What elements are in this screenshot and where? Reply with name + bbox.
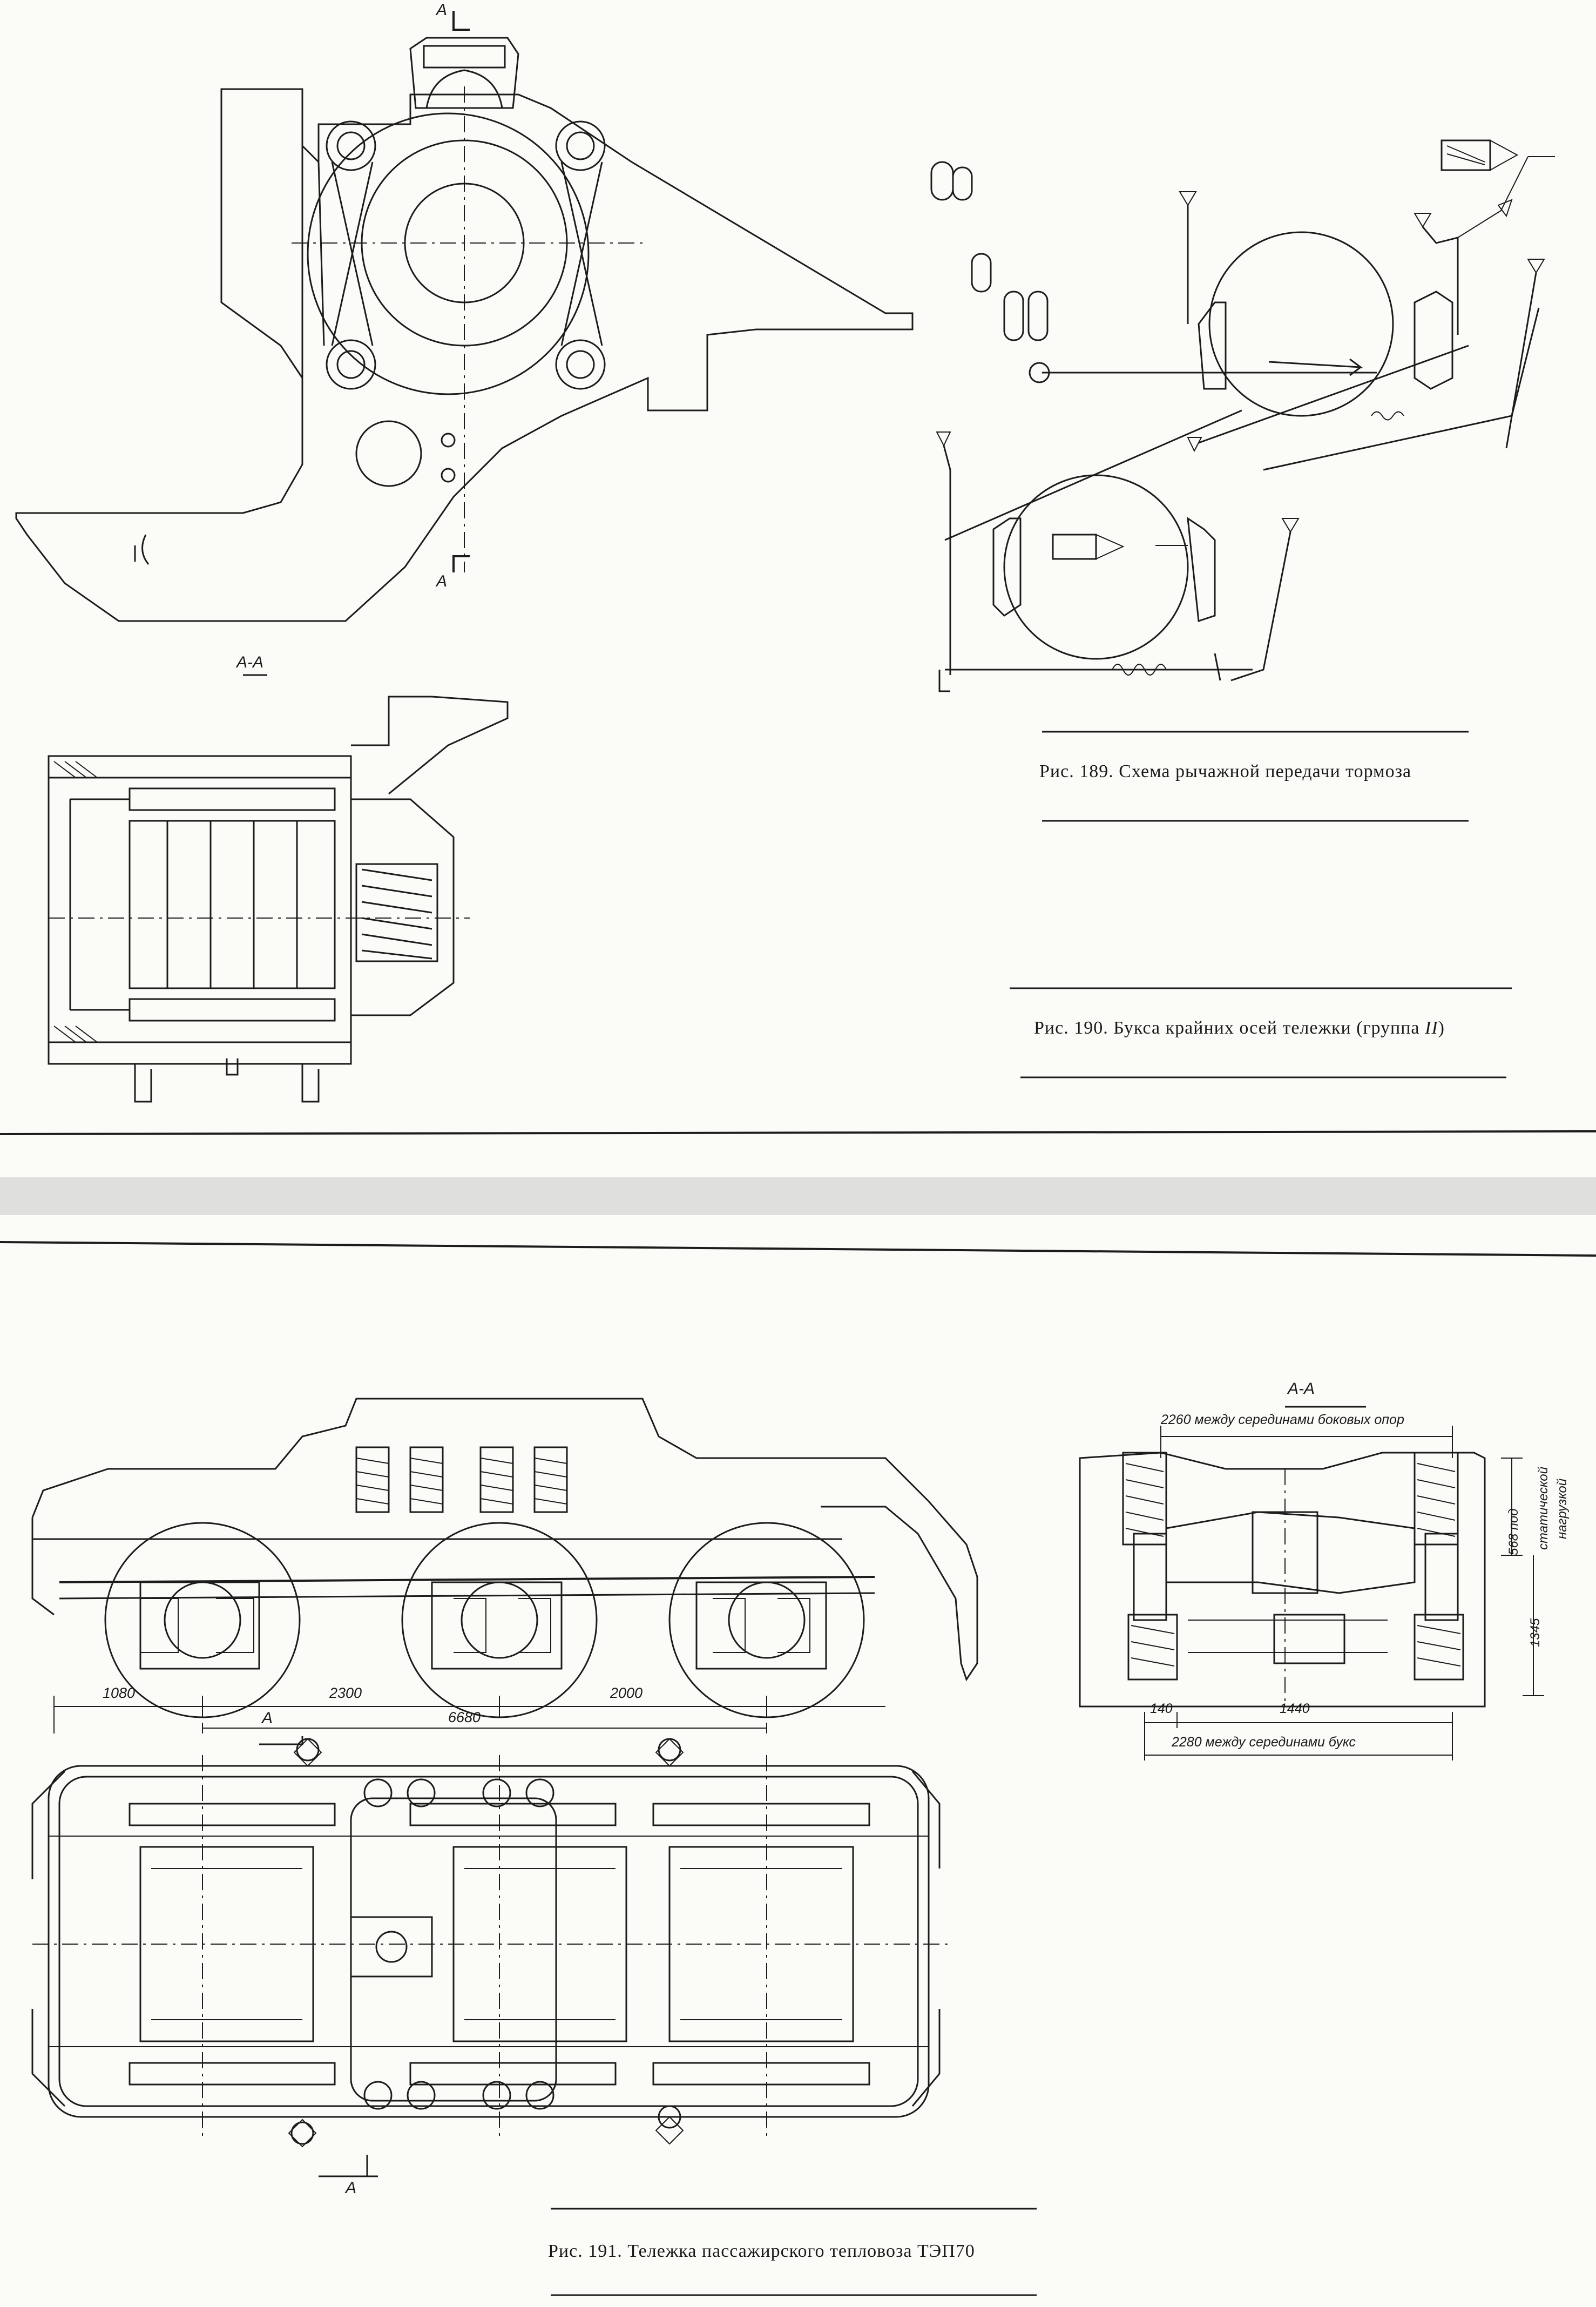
page-bottom-edge [0, 1130, 1596, 1135]
side-view-secondary-springs [355, 1446, 568, 1513]
bogie-cross-section [1079, 1406, 1544, 1760]
page1-caption-rules [1010, 731, 1512, 1078]
dim-1440: 1440 [1280, 1701, 1310, 1716]
section-mark-top: А [436, 1, 448, 19]
fig190-caption-end: ) [1438, 1018, 1445, 1038]
bogie-plan-view [31, 1738, 950, 2177]
dim-2000: 2000 [610, 1685, 643, 1701]
plan-view-marker-a: А [346, 2179, 357, 2197]
dim-load: нагрузкой [1555, 1478, 1570, 1539]
left-link-spring [326, 120, 376, 390]
axle-box-section [48, 674, 509, 1103]
axle-box-side-view [15, 11, 914, 622]
housing-outer-circle [307, 112, 590, 395]
wheel-3 [668, 1522, 865, 1718]
lower-wheel-circle [1003, 474, 1189, 660]
dim-6680: 6680 [448, 1709, 481, 1725]
section-view-title: А-А [236, 653, 264, 671]
dim-2260-side-supports: 2260 между серединами боковых опор [1161, 1412, 1404, 1427]
page2-caption-rules [551, 2208, 1037, 2296]
page-gutter-shadow [0, 1177, 1596, 1215]
upper-wheel-circle [1208, 231, 1394, 417]
dim-1345: 1345 [1528, 1618, 1543, 1647]
dim-140: 140 [1150, 1701, 1173, 1716]
section-coil-spring [355, 863, 438, 962]
dim-568: 568 под [1506, 1508, 1521, 1555]
side-view-marker-a: А [262, 1709, 273, 1727]
fig191-caption: Рис. 191. Тележка пассажирского тепловоз… [548, 2241, 975, 2261]
brake-rigging-scheme [930, 139, 1555, 692]
dim-static: статической [1536, 1467, 1551, 1550]
fig190-caption: Рис. 190. Букса крайних осей тележки (гр… [1034, 1018, 1445, 1038]
pivot-block [350, 1916, 433, 1978]
fig189-caption: Рис. 189. Схема рычажной передачи тормоз… [1039, 761, 1412, 781]
fig190-caption-roman: II [1425, 1018, 1438, 1038]
section-mark-bottom: А [436, 572, 448, 590]
dim-1080: 1080 [103, 1685, 136, 1701]
dim-2300: 2300 [329, 1685, 362, 1701]
fig190-caption-main: Рис. 190. Букса крайних осей тележки (гр… [1034, 1018, 1425, 1038]
page2-top-edge [0, 1241, 1596, 1257]
dim-2280-axle-boxes: 2280 между серединами букс [1172, 1735, 1356, 1750]
right-link-spring [555, 120, 606, 390]
cross-section-title: А-А [1288, 1380, 1315, 1398]
bogie-side-view [31, 1398, 978, 1745]
